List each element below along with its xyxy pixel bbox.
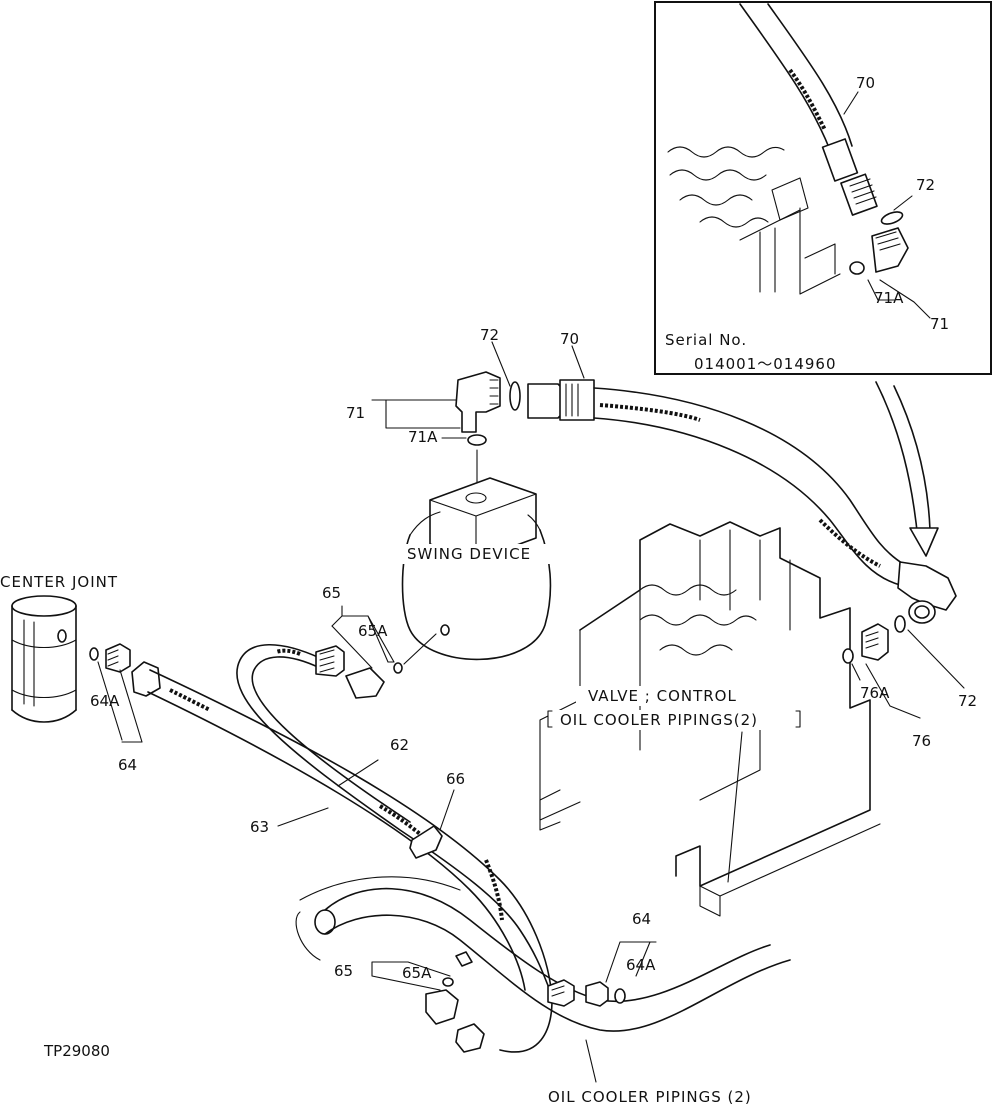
callout-66: 66 [446,770,465,788]
callout-65-left: 65 [322,584,341,602]
center-joint-label: CENTER JOINT [0,573,118,591]
hose-70 [593,387,906,566]
inset-callout-72: 72 [916,176,935,194]
inset-callout-71a: 71A [874,289,904,307]
inset-valve-outline [667,146,785,158]
callout-71a-top: 71A [408,428,438,446]
inset-pointer-arrow [875,381,919,541]
callout-76a: 76A [860,684,890,702]
callout-71-top: 71 [346,404,365,422]
o-ring-72-top [509,381,521,411]
hose-62 [236,643,551,991]
connector-76 [861,623,889,661]
center-joint: CENTER JOINT 64A 64 [0,573,143,774]
callout-65a-left: 65A [358,622,388,640]
callout-76: 76 [912,732,931,750]
inset-serial-label: Serial No. [665,331,747,349]
callout-65-bottom: 65 [334,962,353,980]
callout-64-cj: 64 [118,756,137,774]
oil-cooler-pipings-upper-label: OIL COOLER PIPINGS(2) [560,711,758,729]
clamp-66 [409,825,443,859]
control-valve: VALVE ; CONTROL OIL COOLER PIPINGS(2) [539,521,881,917]
callout-65a-bottom: 65A [402,964,432,982]
callout-62: 62 [390,736,409,754]
inset-hose-70 [739,3,831,151]
callout-64a-bottom: 64A [626,956,656,974]
callout-64-bottom: 64 [632,910,651,928]
inset-panel: 70 72 71A 71 Serial No. 014001～014960 [654,1,992,375]
connector-76-group: 76A 76 72 [842,615,977,750]
callout-64a-cj: 64A [90,692,120,710]
swing-device: SWING DEVICE [400,477,552,661]
inset-serial-range: 014001～014960 [694,355,837,373]
callout-70-top: 70 [560,330,579,348]
figure-id: TP29080 [43,1042,110,1060]
hoses-62-63: 65 65A 62 63 66 [131,584,553,1053]
inset-frame [654,1,992,375]
callout-63: 63 [250,818,269,836]
inset-callout-70: 70 [856,74,875,92]
callout-72-top: 72 [480,326,499,344]
swing-device-label: SWING DEVICE [407,545,531,563]
callout-72-right: 72 [958,692,977,710]
inset-callout-71: 71 [930,315,949,333]
oil-cooler-pipings-lower-label: OIL COOLER PIPINGS (2) [548,1088,752,1106]
oil-cooler-pipings-lower: 64 64A 65 65A OIL COOLER PIPINGS (2) [295,876,791,1106]
elbow-fitting-71 [455,371,501,433]
hose-63 [149,669,553,1053]
valve-control-label: VALVE ; CONTROL [588,687,737,705]
top-fitting-group: 72 70 71 71A [346,326,957,624]
